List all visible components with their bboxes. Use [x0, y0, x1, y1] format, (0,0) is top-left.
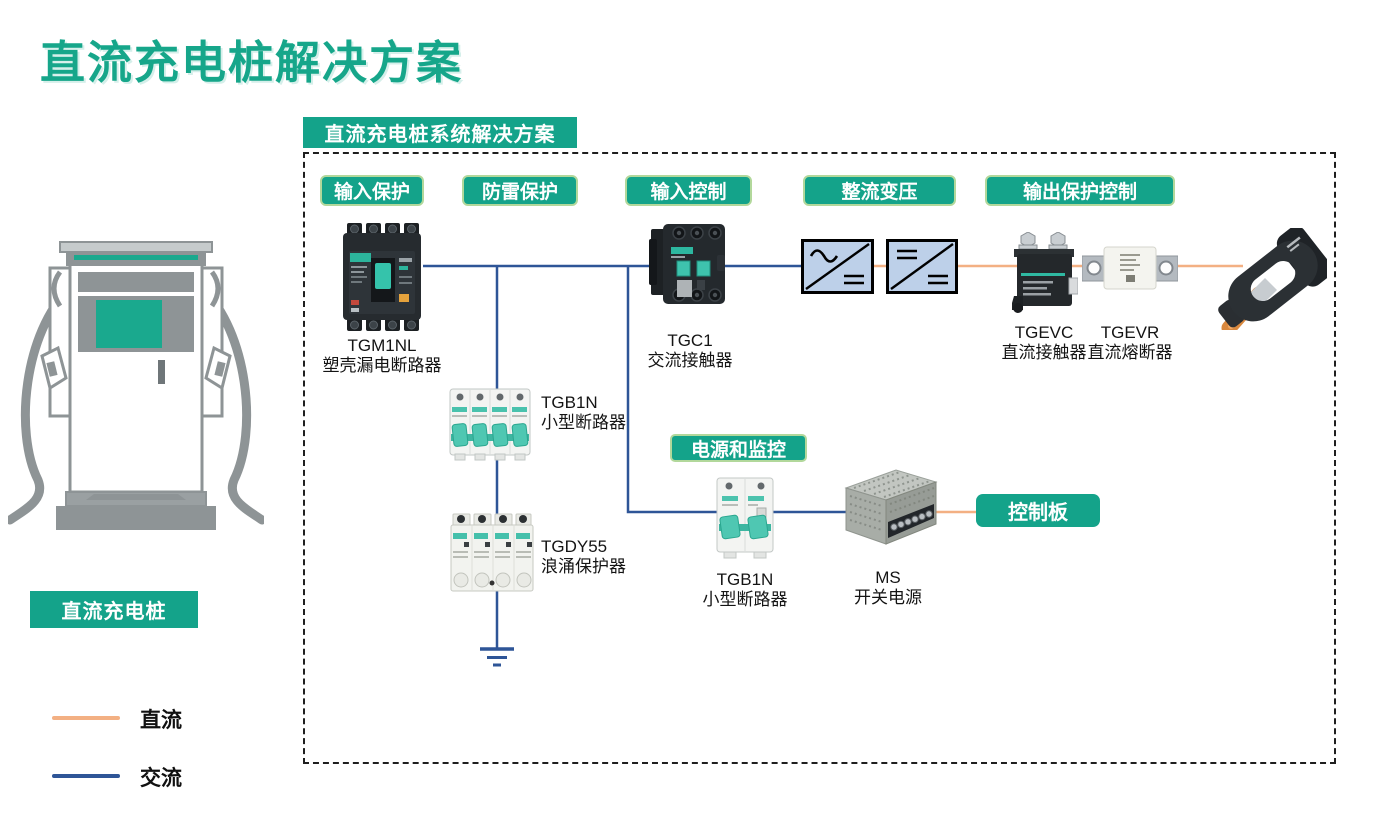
dc-dc-converter-icon	[886, 239, 958, 294]
product-image-tgb1n-2p-breaker	[716, 477, 774, 559]
label-tgdy55: TGDY55 浪涌保护器	[541, 537, 661, 577]
product-image-tgc1-contactor	[649, 224, 725, 304]
stage-badge-input-control: 输入控制	[625, 175, 752, 206]
product-image-tgevr-dc-fuse	[1082, 246, 1178, 290]
dc-charging-pile-badge: 直流充电桩	[30, 591, 198, 628]
tgevc-desc: 直流接触器	[1001, 343, 1087, 362]
label-tgb1n-2p: TGB1N 小型断路器	[685, 570, 805, 610]
label-ms: MS 开关电源	[828, 568, 948, 608]
charging-gun-image	[1218, 228, 1327, 330]
product-image-tgb1n-4p-breaker	[449, 388, 531, 461]
product-image-tgevc-dc-contactor	[1012, 232, 1078, 313]
product-image-ms-power-supply	[844, 469, 938, 545]
legend-dc-line	[52, 716, 120, 720]
legend-ac-label: 交流	[140, 767, 182, 790]
ground-symbol	[480, 647, 514, 667]
product-image-tgdy55-surge-protector	[450, 513, 534, 592]
stage-badge-input-protection: 输入保护	[320, 175, 424, 206]
charging-pile-illustration	[8, 241, 264, 530]
label-tgevr: TGEVR 直流熔断器	[1070, 323, 1190, 363]
tgc1-desc: 交流接触器	[647, 351, 733, 370]
ms-model: MS	[875, 568, 901, 587]
label-tgc1: TGC1 交流接触器	[630, 331, 750, 371]
tgm1nl-desc: 塑壳漏电断路器	[322, 356, 442, 375]
tgb1n-2p-desc: 小型断路器	[702, 590, 788, 609]
label-tgm1nl: TGM1NL 塑壳漏电断路器	[306, 336, 458, 376]
control-board-badge: 控制板	[976, 494, 1100, 527]
tgevr-model: TGEVR	[1100, 323, 1160, 342]
label-tgb1n-4p: TGB1N 小型断路器	[541, 393, 661, 433]
product-image-tgm1nl-breaker	[343, 223, 421, 331]
ac-dc-converter-icon	[801, 239, 874, 294]
tgdy55-model: TGDY55	[541, 537, 608, 556]
ms-desc: 开关电源	[854, 588, 922, 607]
tgevr-desc: 直流熔断器	[1087, 343, 1173, 362]
tgc1-model: TGC1	[667, 331, 713, 350]
tgdy55-desc: 浪涌保护器	[541, 557, 626, 576]
tgb1n-2p-model: TGB1N	[716, 570, 774, 589]
system-solution-badge: 直流充电桩系统解决方案	[303, 117, 577, 148]
page-title: 直流充电桩解决方案	[40, 37, 464, 88]
tgb1n-4p-model: TGB1N	[541, 393, 598, 412]
stage-badge-rectifier-transform: 整流变压	[803, 175, 956, 206]
stage-badge-lightning-protection: 防雷保护	[462, 175, 578, 206]
legend-dc-label: 直流	[140, 709, 182, 732]
legend-ac-line	[52, 774, 120, 778]
tgb1n-4p-desc: 小型断路器	[541, 413, 626, 432]
tgm1nl-model: TGM1NL	[347, 336, 417, 355]
tgevc-model: TGEVC	[1014, 323, 1074, 342]
stage-badge-output-protection-control: 输出保护控制	[985, 175, 1175, 206]
system-frame	[303, 152, 1336, 764]
label-tgevc: TGEVC 直流接触器	[984, 323, 1104, 363]
power-monitor-badge: 电源和监控	[670, 434, 807, 462]
